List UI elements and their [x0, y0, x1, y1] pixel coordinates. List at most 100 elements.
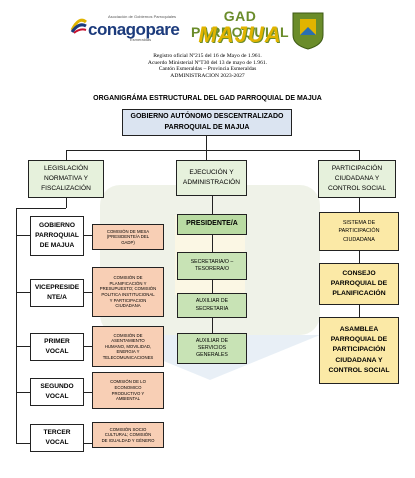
connector-commission4 — [84, 392, 92, 393]
connector-right-2 — [359, 251, 360, 263]
connector-branches-horizontal — [66, 150, 359, 151]
node-line: PARTICIPACIÓN — [332, 346, 386, 354]
connector-commission5 — [84, 443, 92, 444]
gad-title: GAD PARROQUIAL — [190, 8, 290, 40]
connector-commission2 — [84, 292, 92, 293]
acuerdo-line: Acuerdo Ministerial NºT30 del 13 de mayo… — [147, 59, 268, 66]
commission-line: ASENTAMIENTO — [111, 338, 145, 344]
member-segundo-vocal: SEGUNDO VOCAL — [30, 378, 84, 406]
root-line: PARROQUIAL DE MAJUA — [164, 123, 250, 131]
member-vicepresidente: VICEPRESIDE NTE/A — [30, 279, 84, 307]
member-line: SEGUNDO — [40, 383, 74, 391]
commission-line: Y PARTICIPACION — [109, 297, 147, 303]
node-auxiliar-servicios: AUXILIAR DE SERVICIOS GENERALES — [177, 333, 247, 364]
canton-line: Cantón Esmeraldas – Provincia Esmeraldas — [158, 66, 257, 72]
commission-line: COMISIÓN DE — [113, 275, 143, 281]
commission-economico: COMISIÓN DE LO ECONOMICO PRODUCTIVO Y AM… — [92, 372, 164, 409]
node-line: SISTEMA DE — [342, 220, 376, 227]
connector-left-down — [66, 198, 67, 208]
commission-planificacion: COMISIÓN DE PLANIFICACIÓN Y PRESUPUESTO;… — [92, 267, 164, 317]
branch-line: NORMATIVA Y — [44, 175, 88, 183]
commission-line: POLITICA INSTITUCIONAL — [101, 292, 155, 297]
member-line: DE MAJUA — [39, 241, 75, 249]
connector-left-branch — [66, 150, 67, 160]
node-sistema-participacion: SISTEMA DE PARTICIPACIÓN CIUDADANA — [319, 212, 399, 251]
commission-line: DE IGUALDAD Y GÉNERO — [101, 437, 155, 443]
node-consejo-planificacion: CONSEJO PARROQUIAL DE PLANIFICACIÓN — [319, 263, 399, 305]
connector-center-branch — [206, 150, 207, 160]
member-line: VOCAL — [45, 348, 69, 355]
node-line: CONTROL SOCIAL — [328, 366, 390, 374]
connector-left-row3 — [16, 346, 30, 347]
connector-commission1 — [84, 235, 92, 236]
branch-line: FISCALIZACIÓN — [41, 184, 91, 192]
member-primer-vocal: PRIMER VOCAL — [30, 333, 84, 361]
member-line: PRIMER — [44, 338, 70, 346]
branch-line: EJECUCIÓN Y — [189, 169, 234, 177]
commission-mesa: COMISIÓN DE MESA (PRESIDENTE/A DEL GADP) — [92, 224, 164, 250]
administracion-line: ADMINISTRACION 2023-2027 — [170, 72, 245, 79]
branch-participacion: PARTICIPACIÓN CIUDADANA Y CONTROL SOCIAL — [318, 160, 396, 198]
node-line: PARTICIPACIÓN — [338, 228, 380, 235]
member-line: TERCER — [43, 429, 71, 437]
node-line: GENERALES — [196, 352, 228, 359]
node-presidente: PRESIDENTE/A — [177, 214, 247, 235]
organigram-title: ORGANIGRÁMA ESTRUCTURAL DEL GAD PARROQUI… — [93, 95, 322, 102]
parish-seal-icon — [292, 12, 324, 50]
member-line: PARROQUIAL — [35, 232, 79, 240]
branch-line: LEGISLACIÓN — [44, 165, 88, 173]
connector-root-down — [206, 136, 207, 150]
node-line: SERVICIOS — [197, 344, 227, 351]
node-line: AUXILIAR DE — [195, 337, 229, 344]
node-line: ASAMBLEA — [339, 326, 379, 334]
branch-line: PARTICIPACIÓN — [331, 165, 383, 173]
member-line: VOCAL — [45, 393, 69, 400]
commission-line: ENERGIA Y — [116, 349, 140, 355]
connector-left-row4 — [16, 392, 30, 393]
conagopare-emblem-icon — [70, 18, 87, 34]
registro-line: Registro oficial Nº215 del 16 de Mayo de… — [153, 53, 262, 59]
connector-center-1 — [212, 196, 213, 214]
connector-right-1 — [359, 198, 360, 212]
branch-line: CIUDADANA Y — [334, 175, 380, 183]
node-line: PARROQUIAL DE — [330, 279, 388, 287]
member-tercer-vocal: TERCER VOCAL — [30, 424, 84, 452]
commission-line: COMISIÓN DE LO — [110, 379, 146, 385]
branch-line: CONTROL SOCIAL — [327, 184, 386, 192]
commission-line: HUMANO, MOVILIDAD, — [104, 343, 152, 349]
node-line: PLANIFICACIÓN — [332, 290, 386, 298]
member-gobierno-parroquial: GOBIERNO PARROQUIAL DE MAJUA — [30, 216, 84, 256]
logo-region: Esmeraldas — [130, 37, 152, 42]
branch-ejecucion: EJECUCIÓN Y ADMINISTRACIÓN — [176, 160, 247, 196]
commission-line: PLANIFICACIÓN Y — [109, 280, 147, 286]
gad-name: MAJUA — [198, 22, 282, 47]
branch-line: ADMINISTRACIÓN — [182, 179, 241, 186]
node-line: SECRETARIA — [195, 305, 229, 312]
node-line: CIUDADANA Y — [335, 356, 383, 364]
node-line: CONSEJO — [342, 269, 376, 277]
connector-right-branch — [359, 150, 360, 160]
conagopare-logo: Asociación de Gobiernos Parroquiales con… — [70, 10, 180, 42]
node-line: SECRETARIA/O – — [190, 258, 234, 265]
node-line: CIUDADANA — [343, 236, 375, 243]
connector-center-4 — [212, 318, 213, 333]
branch-legislacion: LEGISLACIÓN NORMATIVA Y FISCALIZACIÓN — [28, 160, 104, 198]
node-asamblea-parroquial: ASAMBLEA PARROQUIAL DE PARTICIPACIÓN CIU… — [319, 317, 399, 384]
member-line: NTE/A — [47, 294, 67, 301]
root-node: GOBIERNO AUTÓNOMO DESCENTRALIZADO PARROQ… — [122, 109, 292, 136]
commission-line: GADP) — [121, 239, 135, 245]
node-auxiliar-secretaria: AUXILIAR DE SECRETARIA — [177, 293, 247, 318]
commission-line: PRODUCTIVO Y — [111, 390, 145, 396]
commission-line: COMISIÓN SOCIO — [109, 426, 147, 432]
connector-commission3 — [84, 346, 92, 347]
root-line: GOBIERNO AUTÓNOMO DESCENTRALIZADO — [130, 113, 284, 121]
commission-asentamiento: COMISIÓN DE ASENTAMIENTO HUMANO, MOVILID… — [92, 326, 164, 367]
connector-left-spine — [16, 208, 17, 443]
node-line: TESORERA/O — [194, 266, 229, 272]
commission-line: CULTURAL; COMISIÓN — [104, 432, 152, 438]
node-secretaria-tesorera: SECRETARIA/O – TESORERA/O — [177, 252, 247, 280]
node-line: PRESIDENTE/A — [186, 220, 238, 228]
connector-left-row2 — [16, 292, 30, 293]
connector-left-row1 — [16, 235, 30, 236]
connector-center-2 — [212, 235, 213, 252]
